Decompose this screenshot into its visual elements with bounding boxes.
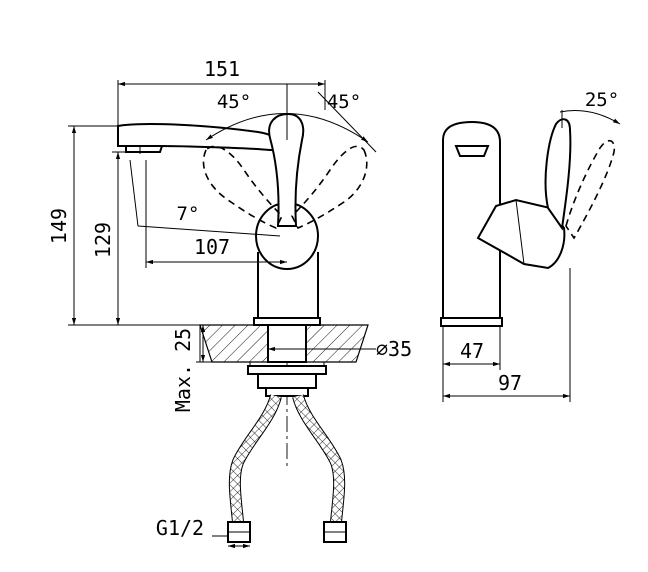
angle-lever-right: 45°: [327, 91, 361, 113]
angle-spout-tilt: 7°: [177, 203, 200, 225]
hose-connectors: [227, 521, 347, 543]
dim-hole-diameter: ∅35: [376, 337, 412, 361]
side-lever-tilted: [565, 140, 616, 240]
lever-position-right: [291, 145, 368, 230]
front-view: [68, 80, 377, 549]
flexible-hoses: [228, 394, 346, 523]
side-body: [442, 120, 501, 319]
side-lever: [476, 198, 566, 270]
dim-connection-thread: G1/2: [156, 516, 204, 540]
dim-spout-reach: 107: [194, 235, 230, 259]
faucet-spout: [117, 123, 288, 154]
angle-side-lever: 25°: [585, 89, 619, 111]
mounting-nut: [247, 362, 327, 397]
side-view: [440, 110, 621, 402]
dim-side-depth: 97: [498, 371, 522, 395]
dim-side-body-width: 47: [460, 339, 484, 363]
dim-spout-height: 129: [91, 222, 115, 258]
faucet-body: [253, 202, 321, 326]
side-angle-arc: [559, 110, 621, 125]
lever-position-left: [202, 145, 283, 230]
side-aerator: [454, 145, 490, 157]
shank: [267, 324, 307, 363]
dim-overall-width: 151: [204, 57, 240, 81]
dim-max-deck-thickness: Max. 25: [171, 328, 195, 412]
dim-overall-height: 149: [47, 208, 71, 244]
angle-lever-left: 45°: [217, 91, 251, 113]
lever-upright: [268, 112, 305, 227]
countertop-section: [199, 324, 369, 363]
spout-tilt-line: [129, 159, 139, 227]
